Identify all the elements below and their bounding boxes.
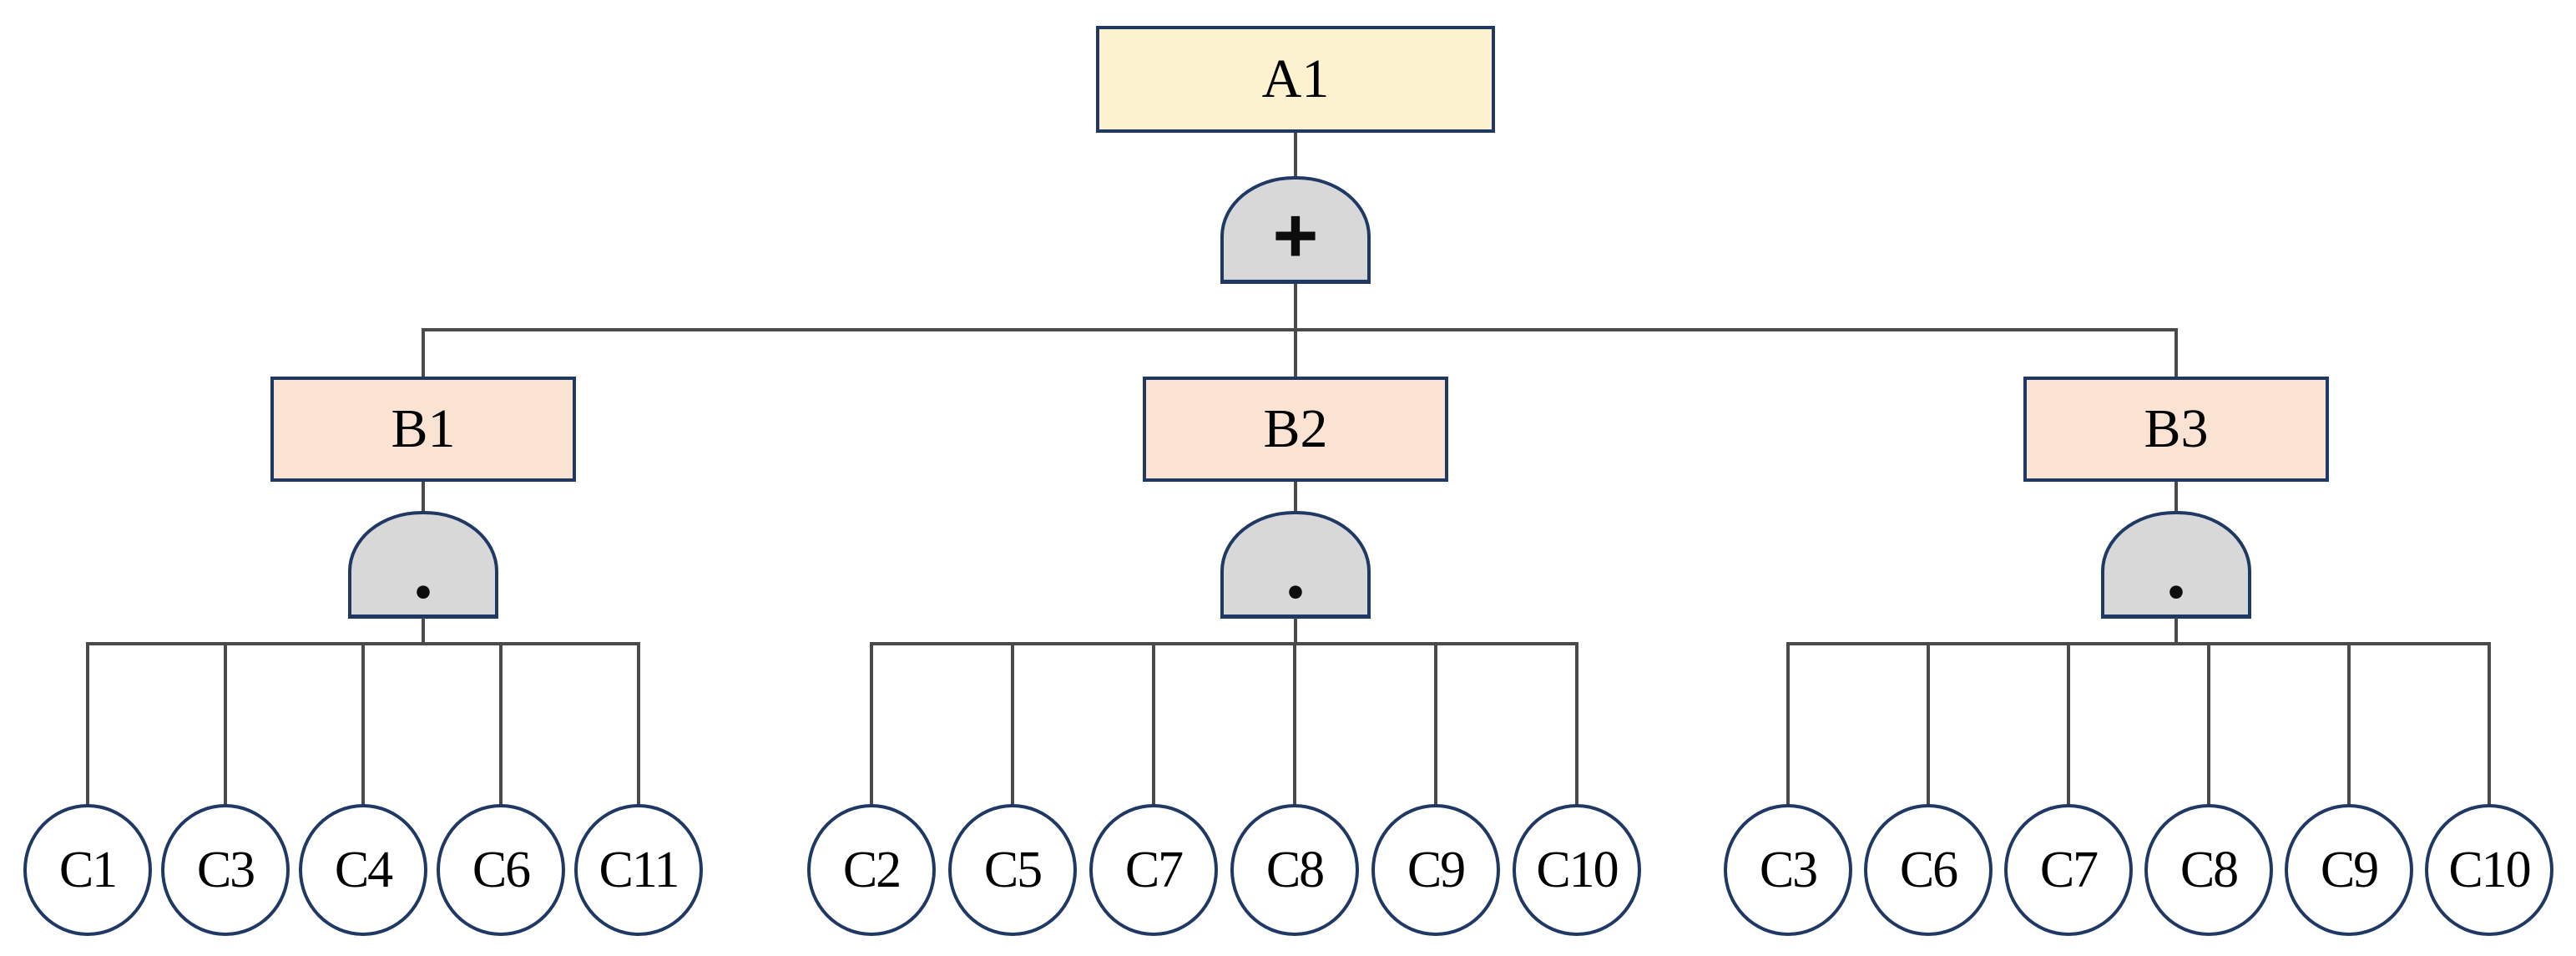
connector-gate-b3-to-rail (2174, 618, 2178, 644)
basic-event-label: C3 (196, 842, 255, 898)
basic-event-b3-c8: C8 (2144, 804, 2273, 936)
connector-b1-to-c3 (224, 642, 227, 806)
connector-b3-to-c7 (2067, 642, 2070, 806)
or-gate-a1: + (1220, 176, 1371, 284)
connector-b2-to-c10 (1575, 642, 1578, 806)
node-b3-label: B3 (2144, 398, 2209, 459)
connector-b2-child-rail (871, 642, 1577, 645)
basic-event-label: C2 (842, 842, 902, 898)
basic-event-b1-c6: C6 (437, 804, 565, 936)
connector-or-gate-to-rail (1294, 282, 1297, 330)
basic-event-label: C11 (599, 842, 679, 898)
and-gate-b2: · (1220, 511, 1371, 632)
node-b1-label: B1 (391, 398, 456, 459)
basic-event-label: C9 (1407, 842, 1466, 898)
basic-event-b2-c7: C7 (1089, 804, 1218, 936)
basic-event-label: C8 (1265, 842, 1325, 898)
node-a1-label: A1 (1261, 48, 1330, 109)
connector-b1-to-c1 (86, 642, 89, 806)
node-a1: A1 (1096, 26, 1495, 133)
connector-b1-to-c11 (637, 642, 640, 806)
connector-rail-to-b2 (1294, 328, 1297, 377)
basic-event-label: C9 (2320, 842, 2379, 898)
connector-b2-to-c8 (1293, 642, 1296, 806)
basic-event-label: C7 (1124, 842, 1184, 898)
basic-event-b3-c7: C7 (2004, 804, 2133, 936)
connector-gate-b2-to-rail (1294, 618, 1297, 644)
or-gate-plus-symbol: + (1272, 191, 1319, 279)
basic-event-b1-c11: C11 (574, 804, 703, 936)
basic-event-label: C8 (2179, 842, 2239, 898)
basic-event-label: C3 (1759, 842, 1818, 898)
connector-b2-to-c9 (1434, 642, 1437, 806)
and-gate-dot-symbol: · (1281, 547, 1309, 636)
and-gate-dot-symbol: · (409, 547, 437, 636)
connector-rail-to-b1 (422, 328, 425, 377)
connector-b3-to-gate (2174, 482, 2178, 511)
and-gate-b1: · (348, 511, 498, 632)
basic-event-b3-c10: C10 (2425, 804, 2553, 936)
connector-a1-to-or-gate (1294, 133, 1297, 176)
node-b1: B1 (270, 377, 576, 482)
connector-b3-child-rail (1788, 642, 2489, 645)
basic-event-label: C4 (334, 842, 393, 898)
node-b3: B3 (2023, 377, 2329, 482)
connector-rail-to-b3 (2174, 328, 2178, 377)
basic-event-b1-c4: C4 (299, 804, 427, 936)
connector-b3-to-c3 (1786, 642, 1790, 806)
node-b2-label: B2 (1263, 398, 1328, 459)
basic-event-b3-c3: C3 (1724, 804, 1852, 936)
connector-b2-to-gate (1294, 482, 1297, 511)
basic-event-label: C1 (58, 842, 118, 898)
connector-b1-to-c4 (361, 642, 365, 806)
basic-event-label: C6 (472, 842, 531, 898)
basic-event-label: C5 (983, 842, 1043, 898)
connector-b3-to-c10 (2488, 642, 2491, 806)
connector-top-rail (423, 328, 2176, 331)
basic-event-label: C7 (2039, 842, 2099, 898)
connector-b1-to-gate (422, 482, 425, 511)
connector-b2-to-c7 (1152, 642, 1155, 806)
basic-event-b3-c9: C9 (2285, 804, 2413, 936)
connector-b2-to-c5 (1011, 642, 1014, 806)
basic-event-label: C6 (1899, 842, 1958, 898)
connector-b3-to-c6 (1927, 642, 1930, 806)
basic-event-b3-c6: C6 (1864, 804, 1993, 936)
basic-event-b2-c8: C8 (1230, 804, 1359, 936)
node-b2: B2 (1143, 377, 1448, 482)
connector-gate-b1-to-rail (422, 618, 425, 644)
basic-event-b1-c1: C1 (23, 804, 152, 936)
connector-b1-to-c6 (499, 642, 503, 806)
and-gate-b3: · (2101, 511, 2251, 632)
basic-event-label: C10 (2448, 842, 2531, 898)
basic-event-b2-c10: C10 (1513, 804, 1641, 936)
basic-event-b2-c2: C2 (807, 804, 936, 936)
connector-b2-to-c2 (870, 642, 873, 806)
connector-b3-to-c9 (2347, 642, 2351, 806)
basic-event-b2-c9: C9 (1371, 804, 1500, 936)
basic-event-b2-c5: C5 (948, 804, 1077, 936)
and-gate-dot-symbol: · (2162, 547, 2190, 636)
basic-event-label: C10 (1536, 842, 1619, 898)
basic-event-b1-c3: C3 (161, 804, 290, 936)
connector-b3-to-c8 (2207, 642, 2210, 806)
